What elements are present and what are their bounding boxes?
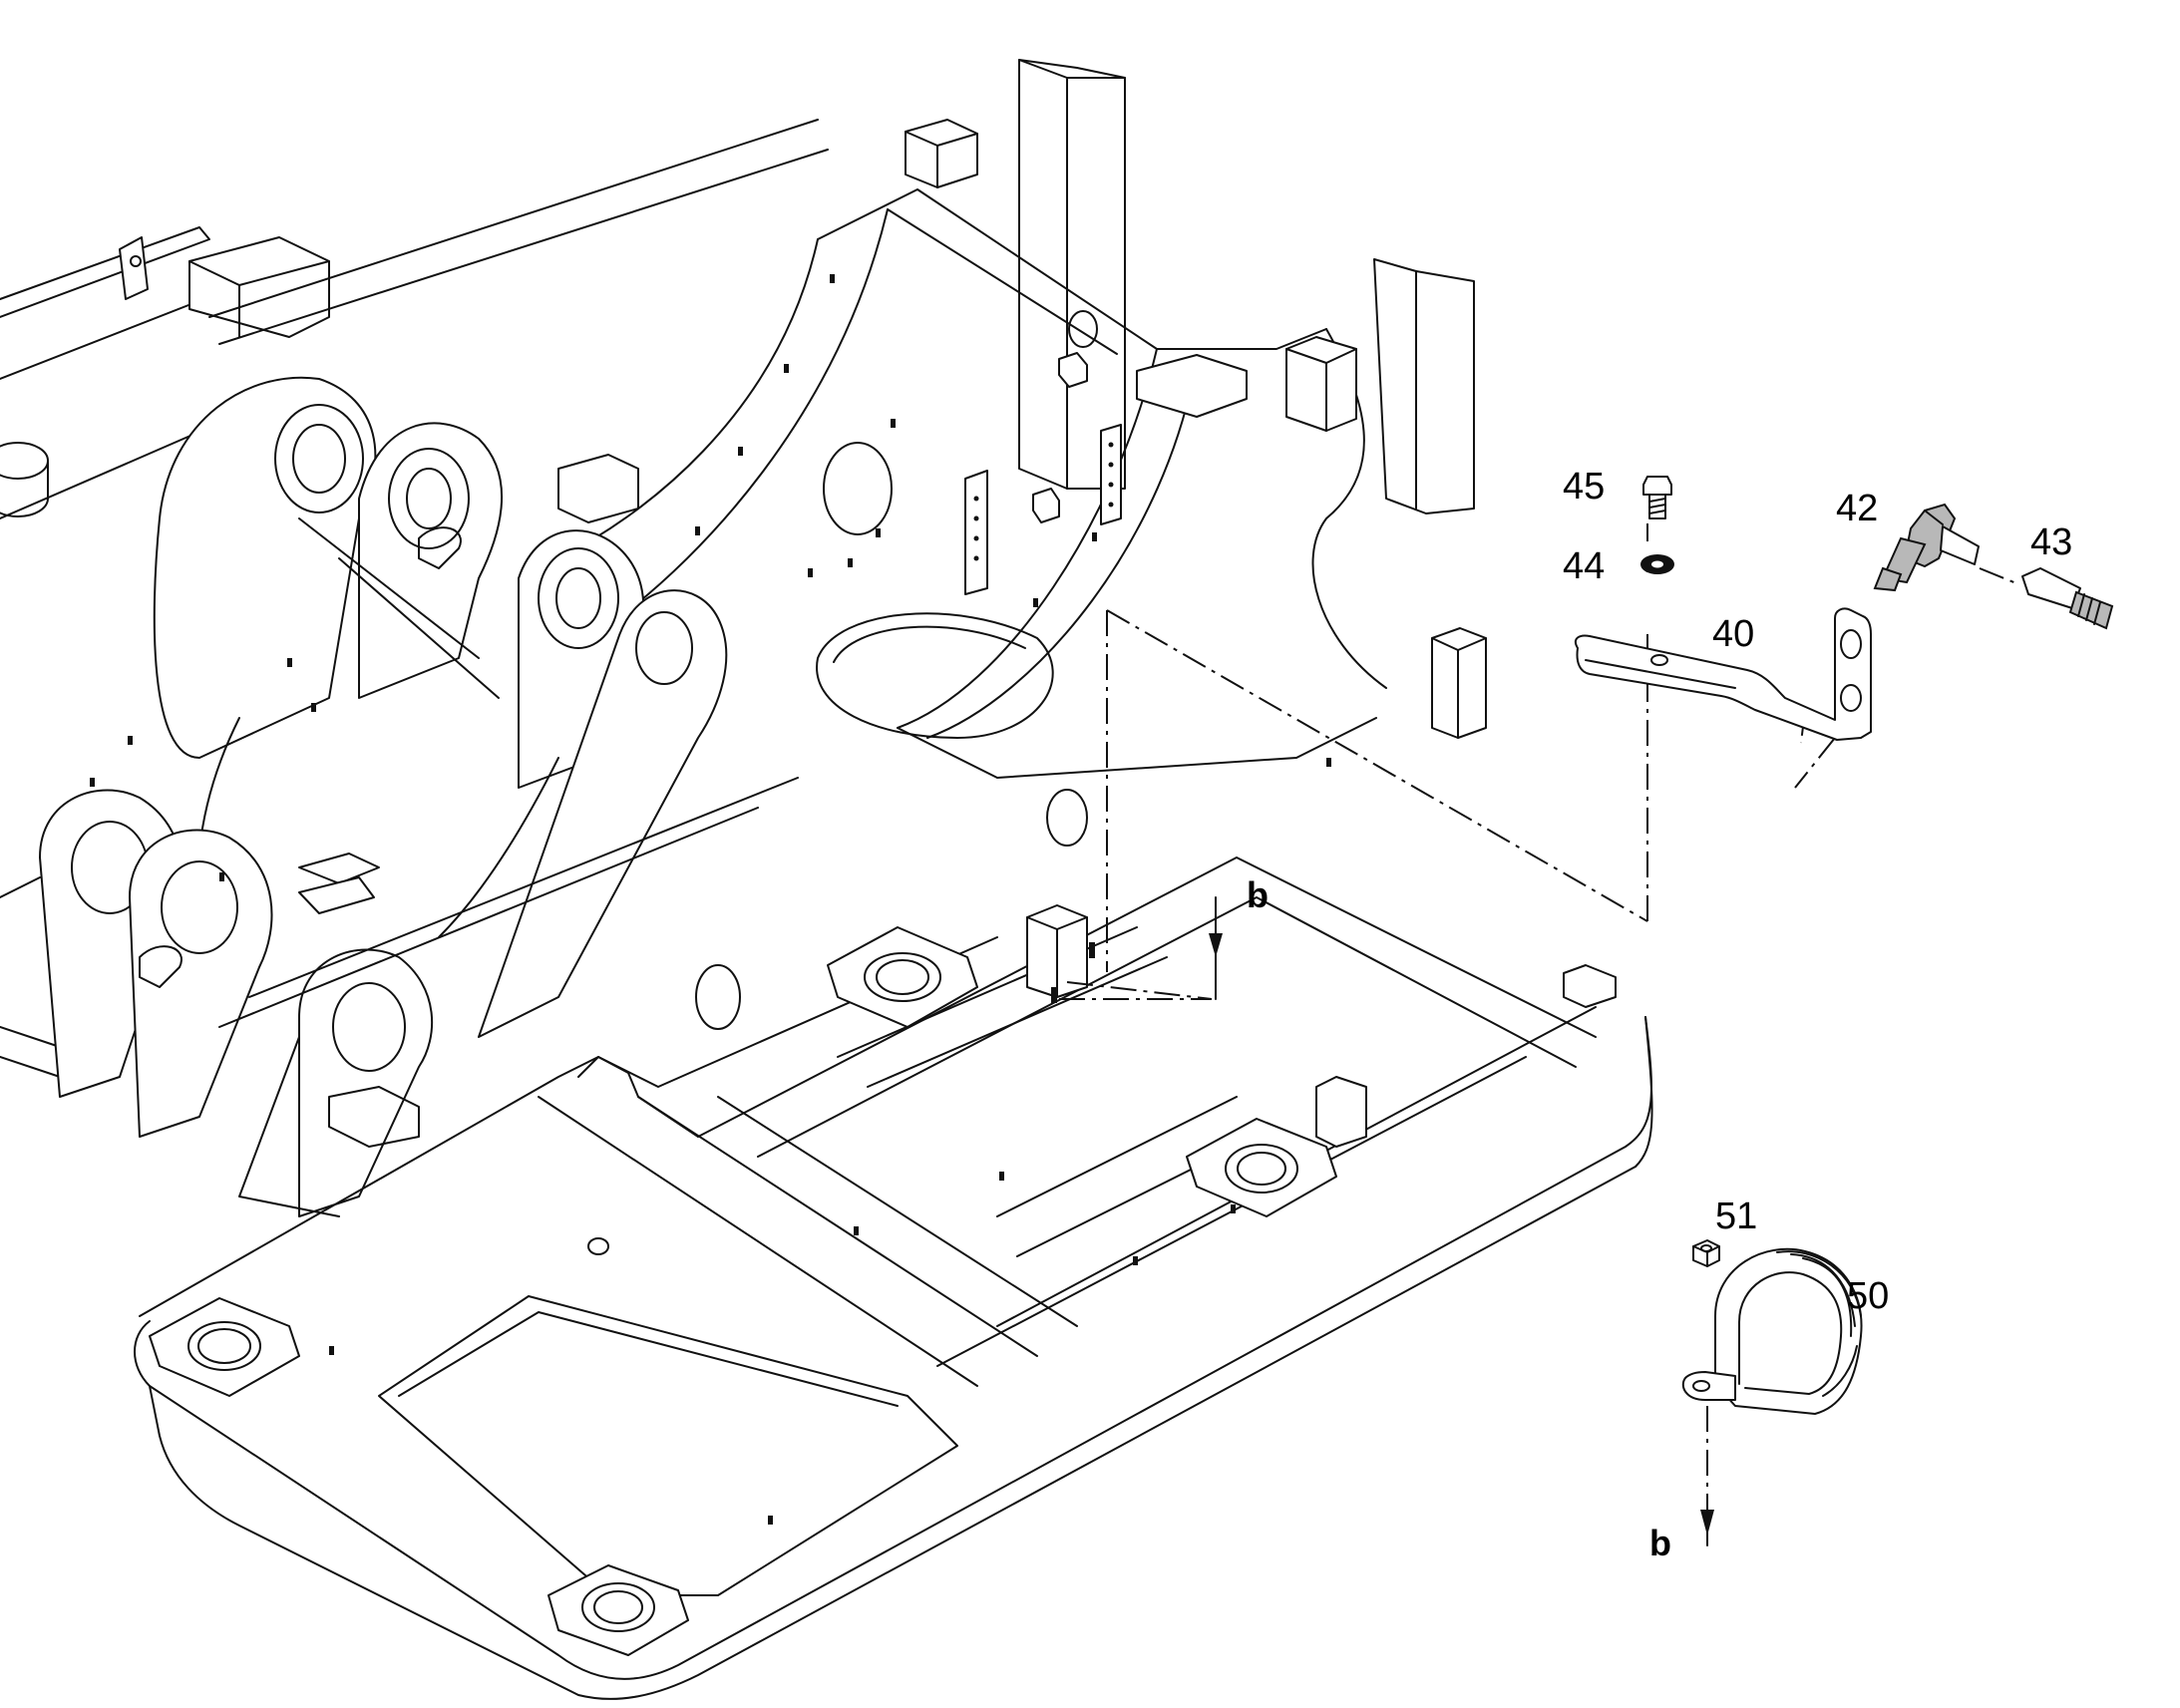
reference-label-upper: b bbox=[1247, 874, 1269, 915]
callout-43: 43 bbox=[2030, 521, 2072, 563]
part-44-washer bbox=[1640, 554, 1674, 574]
corner-socket-3 bbox=[827, 926, 978, 1028]
base-frame bbox=[134, 789, 1653, 1700]
part-45-bolt bbox=[1642, 476, 1672, 519]
corner-socket-1 bbox=[149, 1297, 300, 1397]
part-40-bracket bbox=[1574, 607, 1872, 741]
callout-44: 44 bbox=[1563, 545, 1605, 587]
reference-label-lower: b bbox=[1649, 1523, 1671, 1563]
reference-arrow-upper bbox=[1209, 896, 1223, 1000]
reference-arrow-lower bbox=[1700, 1505, 1714, 1546]
callout-40: 40 bbox=[1712, 613, 1754, 655]
callout-42: 42 bbox=[1836, 488, 1878, 529]
corner-socket-2 bbox=[547, 1564, 689, 1656]
part-43-adapter bbox=[2021, 567, 2114, 630]
corner-socket-4 bbox=[1186, 1118, 1337, 1217]
construction-lines bbox=[1059, 523, 2017, 1506]
callout-45: 45 bbox=[1563, 466, 1605, 508]
callout-50: 50 bbox=[1847, 1275, 1889, 1317]
part-50-clamp bbox=[1681, 1247, 1863, 1415]
callout-51: 51 bbox=[1715, 1196, 1757, 1237]
chassis-frame bbox=[0, 59, 1487, 1217]
part-51-nut bbox=[1692, 1239, 1720, 1267]
part-42-fitting bbox=[1873, 503, 1980, 592]
